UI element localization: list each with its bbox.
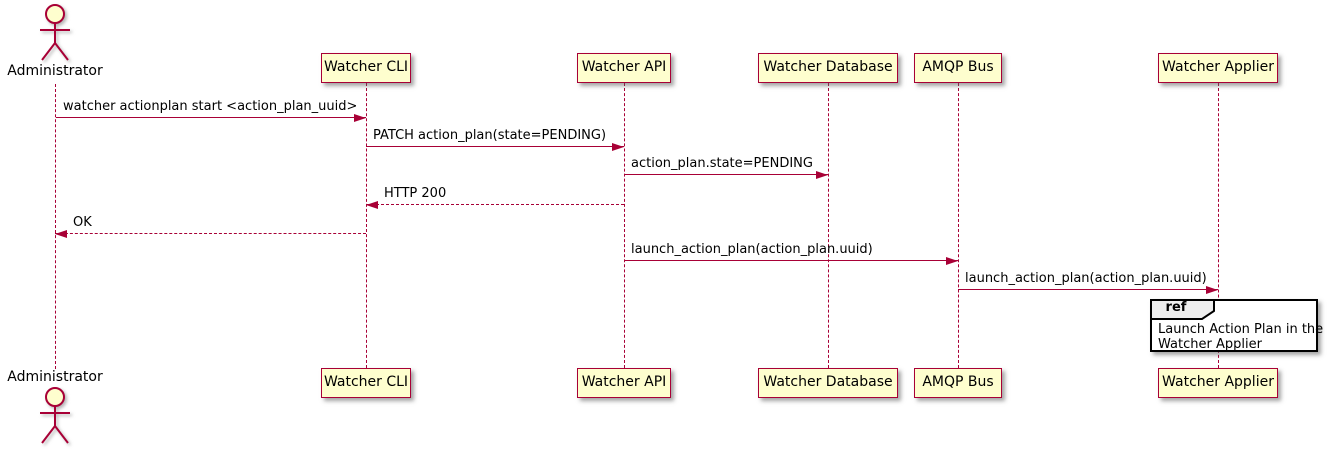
message-label: action_plan.state=PENDING (631, 156, 813, 171)
actor-label-administrator-bottom: Administrator (7, 369, 103, 385)
message-label: watcher actionplan start <action_plan_uu… (63, 99, 358, 114)
ref-header: ref (1150, 299, 1216, 321)
participant-box-watcher-database-top: Watcher Database (758, 53, 898, 83)
arrowhead-icon (1206, 286, 1218, 294)
message-patch-action-plan: PATCH action_plan(state=PENDING) (366, 127, 624, 151)
message-line (366, 146, 624, 147)
ref-text-line-1: Launch Action Plan in the (1158, 322, 1324, 337)
participant-box-amqp-bus-bottom: AMQP Bus (914, 368, 1002, 398)
lifeline-amqp-bus (958, 83, 959, 368)
lifeline-watcher-database (828, 83, 829, 368)
ref-text: Launch Action Plan in the Watcher Applie… (1158, 322, 1323, 352)
lifeline-watcher-api (624, 83, 625, 368)
arrowhead-icon (354, 114, 366, 122)
participant-box-watcher-cli-bottom: Watcher CLI (321, 368, 411, 398)
participant-box-watcher-database-bottom: Watcher Database (758, 368, 898, 398)
message-label: launch_action_plan(action_plan.uuid) (965, 271, 1207, 286)
actor-icon (40, 387, 70, 444)
arrowhead-icon (55, 230, 67, 238)
message-line (366, 204, 624, 205)
message-label: HTTP 200 (384, 186, 447, 201)
message-label: launch_action_plan(action_plan.uuid) (631, 242, 873, 257)
message-launch-action-plan-applier: launch_action_plan(action_plan.uuid) (958, 270, 1218, 294)
arrowhead-icon (816, 171, 828, 179)
message-label: PATCH action_plan(state=PENDING) (373, 128, 607, 143)
message-launch-action-plan-amqp: launch_action_plan(action_plan.uuid) (624, 241, 958, 265)
message-line (624, 174, 828, 175)
message-line (958, 289, 1218, 290)
arrowhead-icon (366, 201, 378, 209)
ref-keyword: ref (1165, 300, 1187, 315)
message-line (55, 233, 366, 234)
ref-text-line-2: Watcher Applier (1158, 337, 1262, 352)
lifeline-watcher-cli (366, 83, 367, 368)
message-label: OK (73, 215, 92, 230)
participant-box-watcher-applier-bottom: Watcher Applier (1158, 368, 1278, 398)
actor-icon (40, 4, 70, 61)
lifeline-administrator (55, 84, 56, 369)
ref-fragment: ref Launch Action Plan in the Watcher Ap… (1150, 299, 1323, 352)
participant-box-watcher-cli-top: Watcher CLI (321, 53, 411, 83)
participant-box-watcher-api-top: Watcher API (577, 53, 671, 83)
message-actionplan-start: watcher actionplan start <action_plan_uu… (56, 98, 366, 122)
message-action-plan-state-pending: action_plan.state=PENDING (624, 155, 828, 179)
arrowhead-icon (612, 143, 624, 151)
message-line (56, 117, 366, 118)
actor-label-administrator-top: Administrator (7, 63, 103, 79)
ref-pentagon-icon (1150, 299, 1215, 320)
arrowhead-icon (946, 257, 958, 265)
message-http-200: HTTP 200 (366, 185, 624, 209)
lifeline-watcher-applier (1218, 83, 1219, 368)
participant-box-watcher-applier-top: Watcher Applier (1158, 53, 1278, 83)
participant-box-amqp-bus-top: AMQP Bus (914, 53, 1002, 83)
message-ok: OK (55, 214, 366, 238)
participant-box-watcher-api-bottom: Watcher API (577, 368, 671, 398)
message-line (624, 260, 958, 261)
